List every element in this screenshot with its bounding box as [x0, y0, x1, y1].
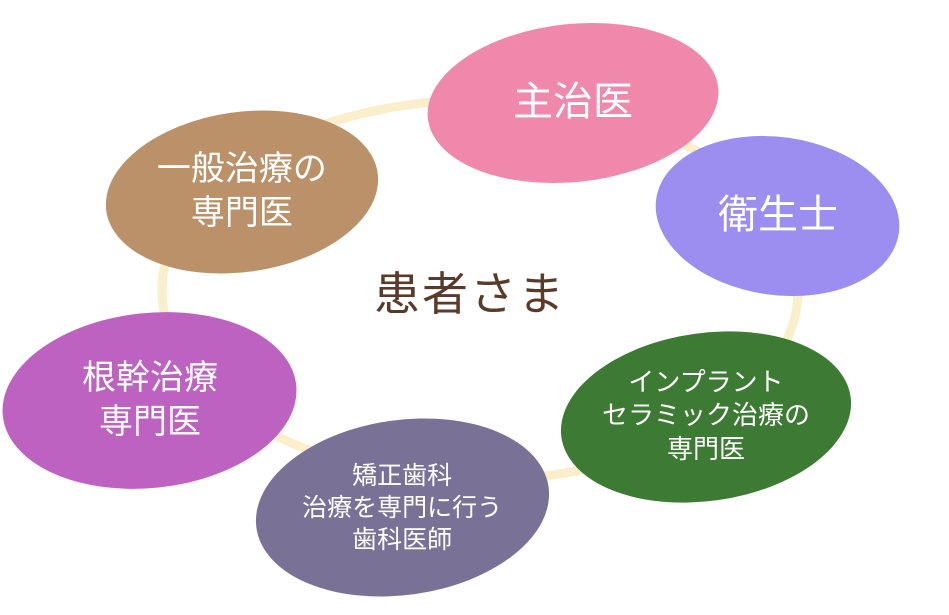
- node-general-dentist-label: 一般治療の 専門医: [157, 149, 327, 233]
- node-orthodontist-label: 矯正歯科 治療を専門に行う 歯科医師: [302, 460, 503, 554]
- center-label-text: 患者さま: [374, 267, 566, 321]
- node-implant-specialist-label: インプラント セラミック治療の 専門医: [601, 368, 810, 465]
- node-hygienist-label: 衛生士: [717, 192, 838, 239]
- node-primary-dentist-label: 主治医: [513, 79, 633, 126]
- node-endodontist-label: 根幹治療 専門医: [81, 357, 218, 442]
- center-label-patient: 患者さま: [340, 256, 600, 326]
- care-team-diagram: 患者さま 一般治療の 専門医 主治医 衛生士 インプラント セラミック治療の 専…: [0, 9, 910, 615]
